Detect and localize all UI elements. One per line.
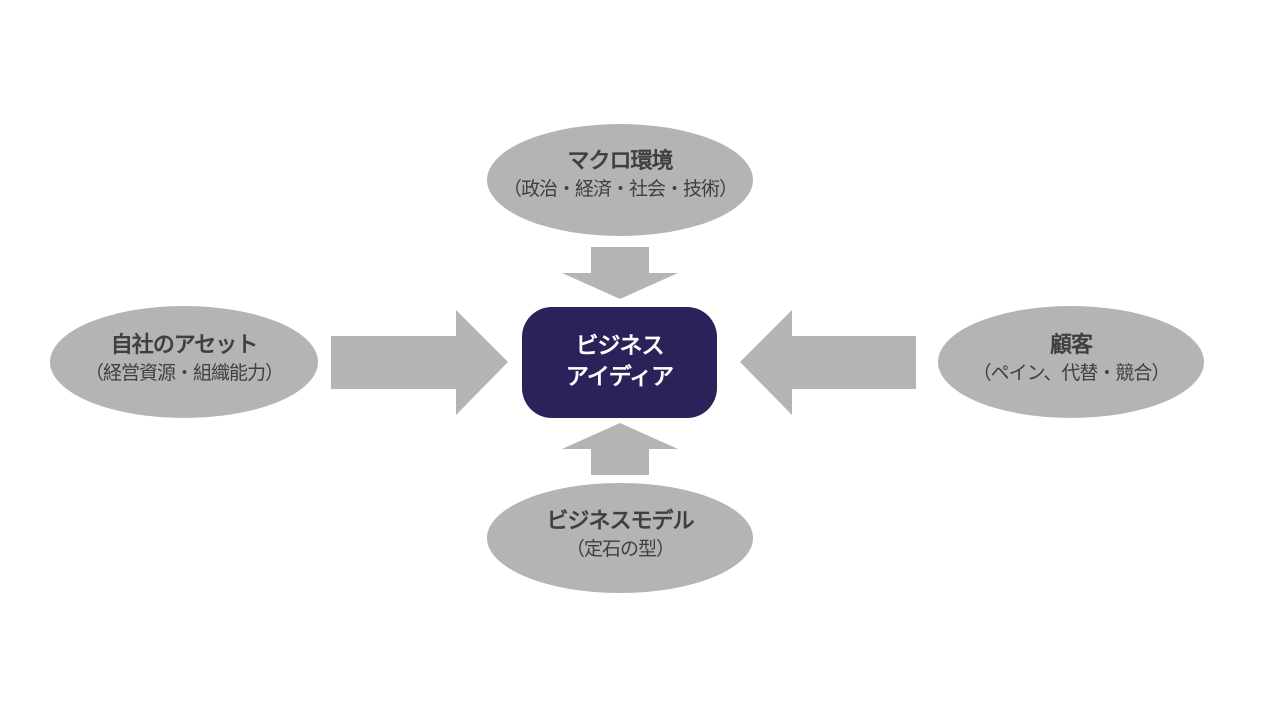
center-label: ビジネス アイディア xyxy=(522,331,717,393)
node-top-ellipse xyxy=(487,124,753,236)
node-left: 自社のアセット （経営資源・組織能力） xyxy=(34,332,334,385)
node-bottom-subtitle: （定石の型） xyxy=(565,537,675,560)
node-bottom: ビジネスモデル （定石の型） xyxy=(470,508,770,561)
node-left-subtitle: （経営資源・組織能力） xyxy=(84,361,284,384)
arrow-up-from-bottom xyxy=(562,423,678,475)
node-bottom-ellipse xyxy=(487,483,753,593)
node-right-subtitle: （ペイン、代替・競合） xyxy=(972,361,1171,384)
center-line-2: アイディア xyxy=(565,364,674,391)
arrow-down-from-top xyxy=(562,247,678,299)
node-top: マクロ環境 （政治・経済・社会・技術） xyxy=(470,148,770,201)
center-line-1: ビジネス xyxy=(575,333,665,359)
node-left-title: 自社のアセット xyxy=(110,333,259,358)
node-right-title: 顧客 xyxy=(1049,333,1093,358)
node-top-subtitle: （政治・経済・社会・技術） xyxy=(502,177,738,200)
arrow-right-from-left xyxy=(331,310,508,415)
node-right-ellipse xyxy=(938,306,1204,418)
node-left-ellipse xyxy=(50,306,318,418)
node-bottom-title: ビジネスモデル xyxy=(546,509,694,534)
center-box xyxy=(522,307,717,418)
node-right: 顧客 （ペイン、代替・競合） xyxy=(921,332,1221,385)
arrow-left-from-right xyxy=(740,310,916,415)
node-top-title: マクロ環境 xyxy=(567,149,673,174)
